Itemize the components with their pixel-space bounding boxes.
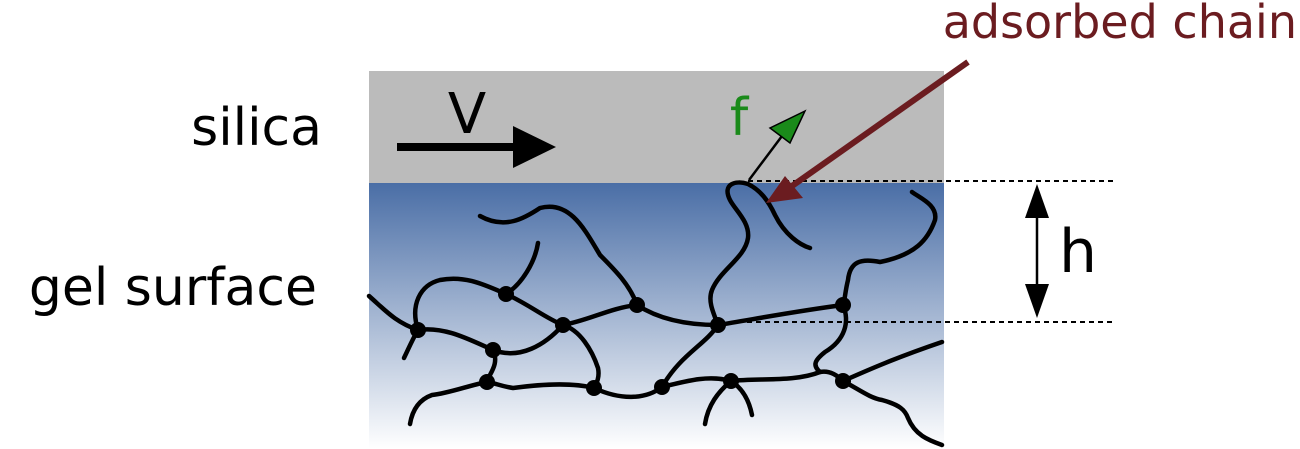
network-chain — [813, 302, 849, 375]
force-label: f — [730, 88, 750, 148]
crosslink-dot — [835, 297, 851, 313]
crosslink-dot — [835, 373, 851, 389]
network-chain — [366, 293, 498, 385]
network-chain — [659, 369, 846, 390]
network-chain — [840, 339, 945, 384]
velocity-label: V — [448, 82, 486, 147]
network-chain — [840, 378, 945, 448]
arrow-right-icon — [397, 126, 556, 168]
crosslink-dot — [723, 373, 739, 389]
adsorbed-chain-pointer — [766, 59, 970, 203]
crosslink-dot — [586, 380, 602, 396]
crosslink-dot — [485, 342, 501, 358]
gel-surface-label: gel surface — [29, 258, 317, 318]
silica-block — [369, 71, 944, 183]
crosslink-dot — [710, 317, 726, 333]
crosslink-dot — [555, 317, 571, 333]
crosslink-dot — [410, 322, 426, 338]
crosslink-dot — [629, 297, 645, 313]
silica-label: silica — [191, 98, 322, 158]
network-chain — [407, 379, 490, 427]
network-chain — [708, 180, 813, 328]
double-arrow-vertical-icon — [1025, 184, 1049, 318]
adsorbed-chain-label: adsorbed chain — [943, 0, 1297, 49]
network-chain — [413, 240, 541, 333]
network-chain — [490, 322, 601, 391]
crosslink-dot — [498, 286, 514, 302]
network-chain — [477, 204, 640, 308]
network-chain — [840, 189, 938, 308]
crosslink-dot — [479, 374, 495, 390]
height-label: h — [1059, 217, 1097, 287]
crosslinks — [410, 286, 851, 396]
arrow-up-right-icon — [748, 109, 807, 181]
crosslink-dot — [654, 379, 670, 395]
